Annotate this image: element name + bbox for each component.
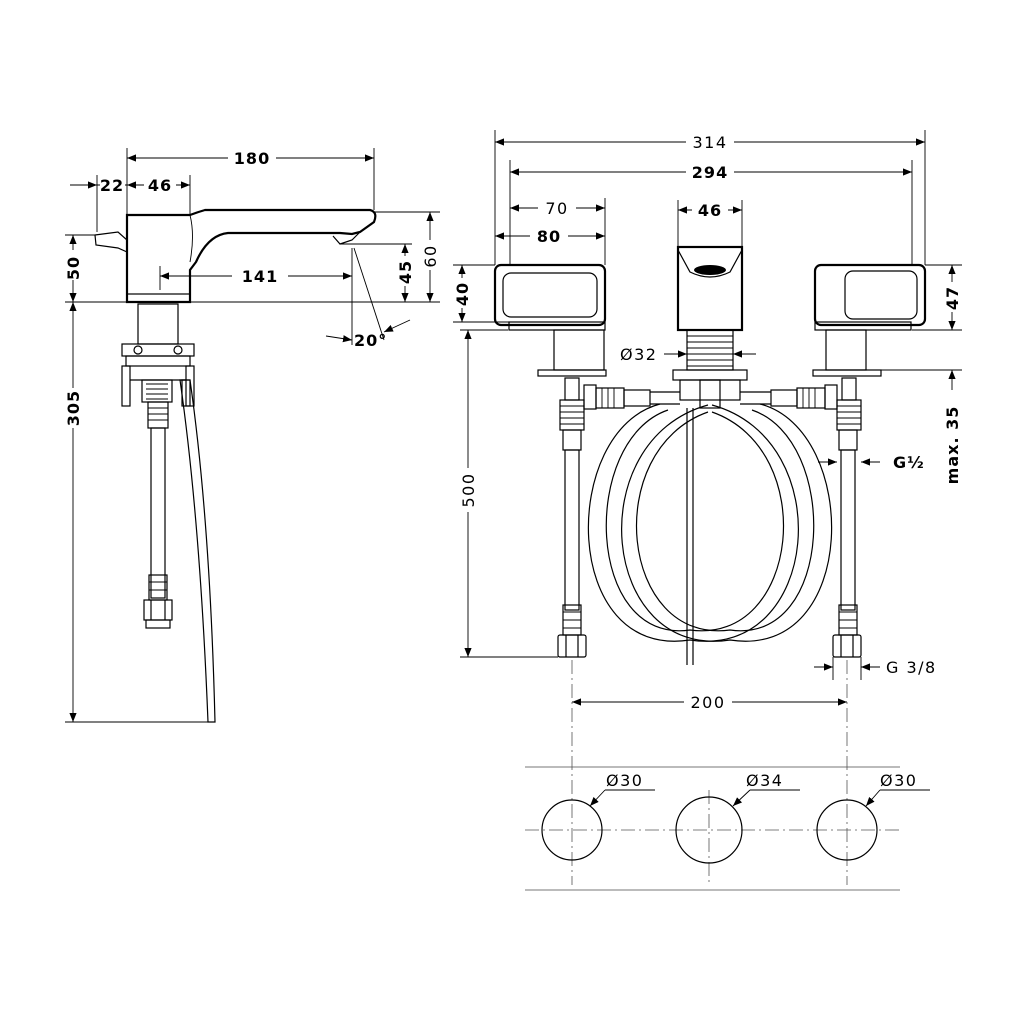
side-mounting-clamp <box>121 343 195 407</box>
angle-line <box>353 247 385 341</box>
side-lever <box>94 231 128 253</box>
side-hose-fitting <box>181 379 191 407</box>
dim-314: 314 <box>692 133 727 152</box>
dim-47: 47 <box>943 286 962 310</box>
dim-22: 22 <box>100 176 124 195</box>
right-handle <box>812 263 927 377</box>
dim-80: 80 <box>537 227 561 246</box>
dim-294: 294 <box>692 163 728 182</box>
side-spout-outline <box>125 208 377 304</box>
left-handle <box>493 263 607 377</box>
dim-70: 70 <box>545 199 568 218</box>
dim-50: 50 <box>64 256 83 280</box>
side-shank <box>137 303 179 345</box>
side-spout-hose <box>179 379 216 723</box>
dim-60: 60 <box>421 244 440 267</box>
dim-46-front: 46 <box>698 201 722 220</box>
label-left-hole: Ø30 <box>606 771 643 790</box>
side-hose-nut <box>143 574 173 629</box>
dim-200: 200 <box>690 693 725 712</box>
side-supply-hose <box>150 427 166 599</box>
dim-40: 40 <box>453 282 472 306</box>
center-hole <box>675 796 743 864</box>
dim-46-side: 46 <box>148 176 172 195</box>
side-outlet-aerator <box>332 231 361 245</box>
dim-g12: G½ <box>893 453 925 472</box>
right-valve-body <box>770 377 862 658</box>
dim-305: 305 <box>64 390 83 426</box>
side-threaded-connector <box>147 401 169 429</box>
dim-d32: Ø32 <box>620 345 657 364</box>
right-hole <box>816 799 878 861</box>
dim-g38: G 3/8 <box>886 658 937 677</box>
dim-max35: max. 35 <box>943 406 962 485</box>
left-hole <box>541 799 603 861</box>
side-view: 180 22 46 141 50 45 60 20° 305 <box>62 148 440 723</box>
label-right-hole: Ø30 <box>880 771 917 790</box>
label-center-hole: Ø34 <box>746 771 783 790</box>
dim-141: 141 <box>242 267 278 286</box>
front-view: 314 294 70 80 46 40 47 Ø32 500 max. 35 G… <box>452 130 962 712</box>
left-valve-body <box>557 377 651 658</box>
hole-layout: Ø30 Ø34 Ø30 <box>525 660 930 891</box>
dim-angle-20: 20° <box>354 331 387 350</box>
side-base-plate <box>126 293 191 303</box>
dim-500: 500 <box>459 472 478 507</box>
side-spout-inner <box>189 214 193 263</box>
center-spout <box>672 245 748 665</box>
connecting-hoses <box>587 391 833 642</box>
dim-45: 45 <box>396 260 415 284</box>
dim-180: 180 <box>234 149 270 168</box>
